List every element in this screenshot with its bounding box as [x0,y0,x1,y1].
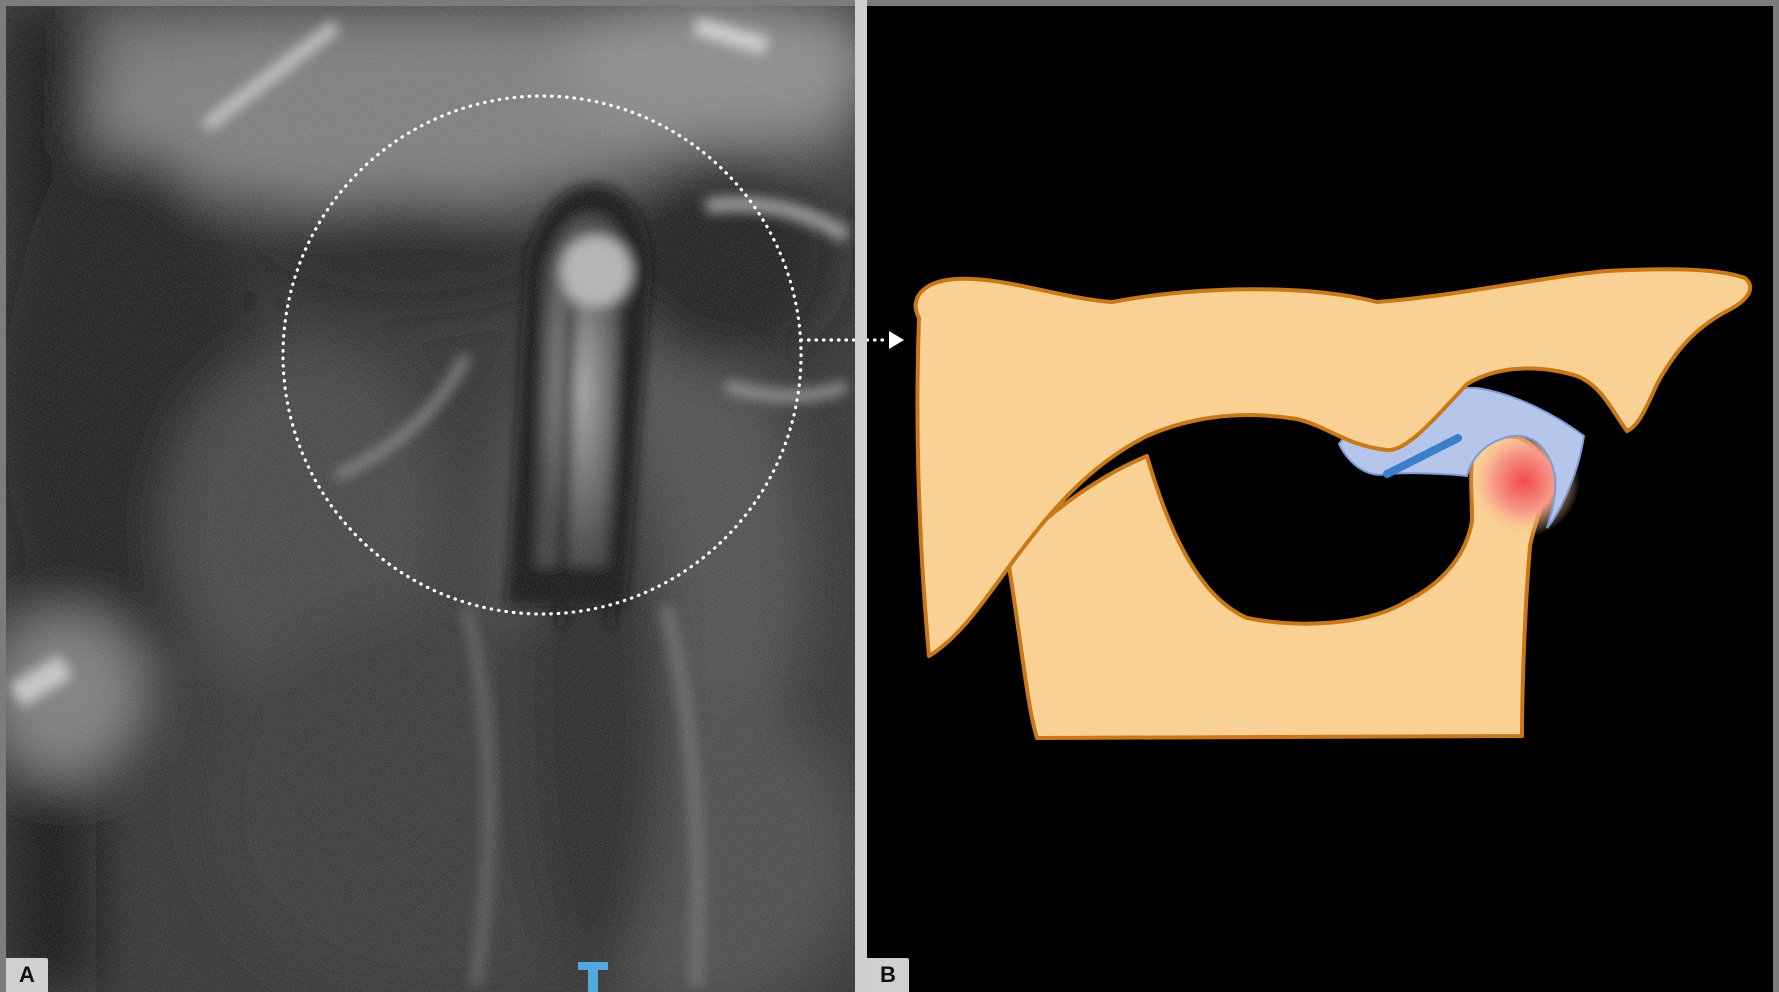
panel-label-b: B [867,958,909,992]
schematic-panel: B [867,6,1773,992]
joint-schematic [867,6,1773,992]
mri-panel: A [6,6,855,992]
panel-divider [855,0,867,992]
mri-image [6,6,855,992]
panel-label-a: A [6,958,48,992]
